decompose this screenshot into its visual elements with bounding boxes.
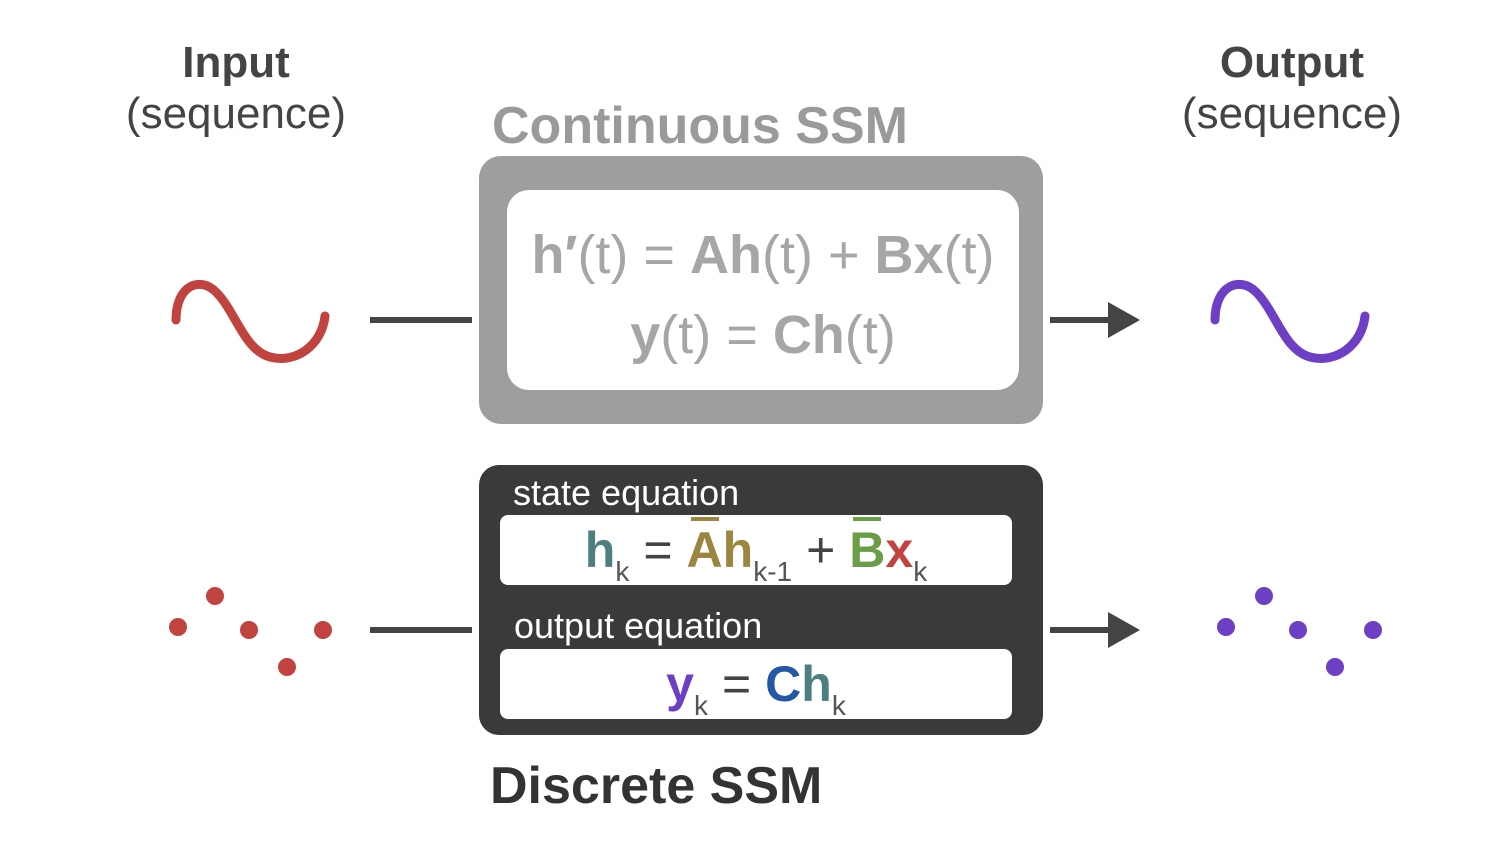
input-header: Input (sequence): [86, 38, 386, 139]
output-equation-label: output equation: [514, 605, 763, 646]
discrete-output-equation: yk=Chk: [500, 649, 1012, 721]
output-title: Output: [1219, 38, 1365, 87]
state-equation-label: state equation: [513, 472, 740, 513]
arrow-right-icon: [1108, 612, 1140, 648]
output-discrete-dots-icon: [1217, 587, 1382, 676]
b-bar-symbol: B: [849, 515, 885, 585]
a-bar-symbol: A: [687, 515, 723, 585]
arrow-right-icon: [1108, 302, 1140, 338]
continuous-ssm-title: Continuous SSM: [492, 97, 908, 155]
output-continuous-wave-icon: [1210, 279, 1370, 363]
continuous-output-equation: y(t) = Ch(t): [630, 305, 896, 365]
input-discrete-dots-icon: [169, 587, 332, 676]
continuous-equations-panel: h′(t) = Ah(t) + Bx(t) y(t) = Ch(t): [507, 190, 1019, 390]
continuous-state-equation: h′(t) = Ah(t) + Bx(t): [531, 225, 995, 285]
discrete-ssm-title: Discrete SSM: [490, 757, 823, 815]
input-subtitle: (sequence): [125, 88, 347, 138]
input-title: Input: [182, 38, 290, 87]
output-header: Output (sequence): [1142, 38, 1442, 139]
input-continuous-wave-icon: [171, 279, 330, 363]
output-subtitle: (sequence): [1181, 88, 1403, 138]
discrete-state-equation: hk=Ahk-1+Bxk: [500, 515, 1012, 587]
